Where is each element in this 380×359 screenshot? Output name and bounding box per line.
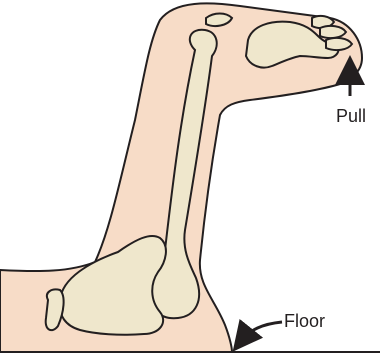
finger-2 [320, 26, 346, 38]
finger-3 [326, 38, 352, 50]
pull-label: Pull [336, 106, 366, 127]
curved-arrow-icon [242, 322, 282, 340]
floor-label: Floor [284, 311, 325, 332]
